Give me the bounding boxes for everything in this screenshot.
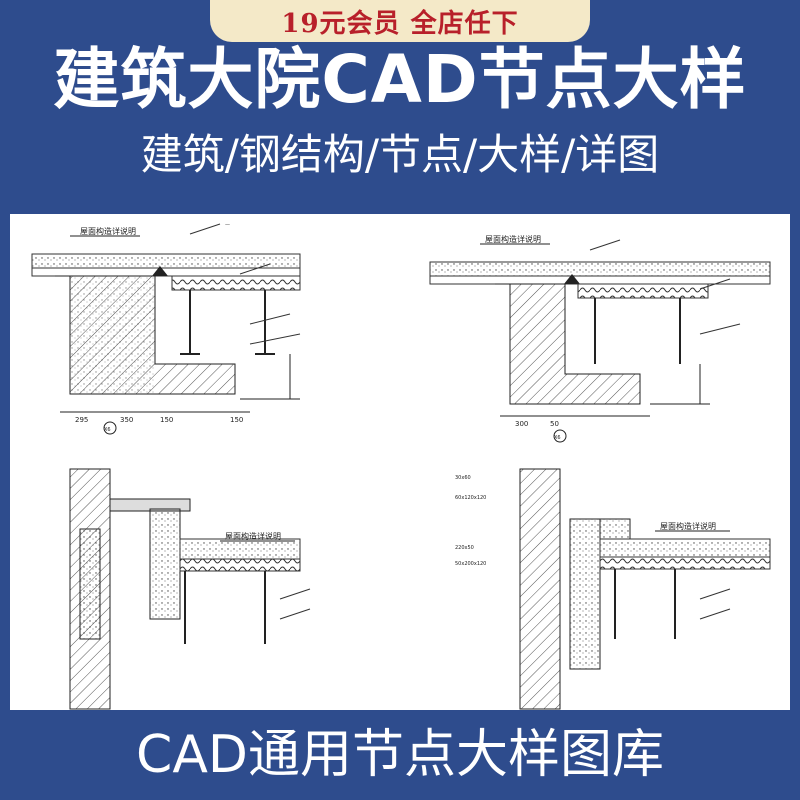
panel2-dim-1: 300 [515,420,528,428]
detail-panel-3: 屋面构造详说明 [69,468,311,710]
detail-panel-2: 屋面构造详说明 300 50 X6 [429,234,771,443]
panel3-label: 屋面构造详说明 [225,531,281,541]
panel1-dim-2: 350 [120,416,133,424]
svg-text:—: — [225,222,230,228]
panel4-note-3: 220x50 [455,545,474,551]
panel1-dim-3: 150 [160,416,173,424]
panel4-label: 屋面构造详说明 [660,521,716,531]
promo-badge: 19元会员 全店任下 [210,0,590,42]
page-subtitle: 建筑/钢结构/节点/大样/详图 [140,130,660,179]
panel4-note-2: 60x120x120 [455,495,486,501]
cad-drawings: 屋面构造详说明 — 295 350 150 150 X6 [31,222,771,710]
cad-drawing-sheet: 屋面构造详说明 — 295 350 150 150 X6 [10,214,790,710]
panel2-marker: X6 [554,435,561,441]
panel4-note-4: 50x200x120 [455,561,486,567]
panel1-dim-4: 150 [230,416,243,424]
panel1-label: 屋面构造详说明 [80,226,136,236]
panel4-note-1: 30x60 [455,475,471,481]
page-title: 建筑大院CAD节点大样 [53,41,747,118]
detail-panel-1: 屋面构造详说明 — 295 350 150 150 X6 [31,222,301,435]
detail-panel-4: 屋面构造详说明 30x60 60x120x120 220x50 50x200x1… [455,468,771,710]
panel1-marker: X6 [104,427,111,433]
panel2-dim-2: 50 [550,420,559,428]
promo-badge-text: 19元会员 全店任下 [281,8,519,39]
footer-caption: CAD通用节点大样图库 [136,725,664,785]
panel1-dim-1: 295 [75,416,88,424]
panel2-label: 屋面构造详说明 [485,234,541,244]
